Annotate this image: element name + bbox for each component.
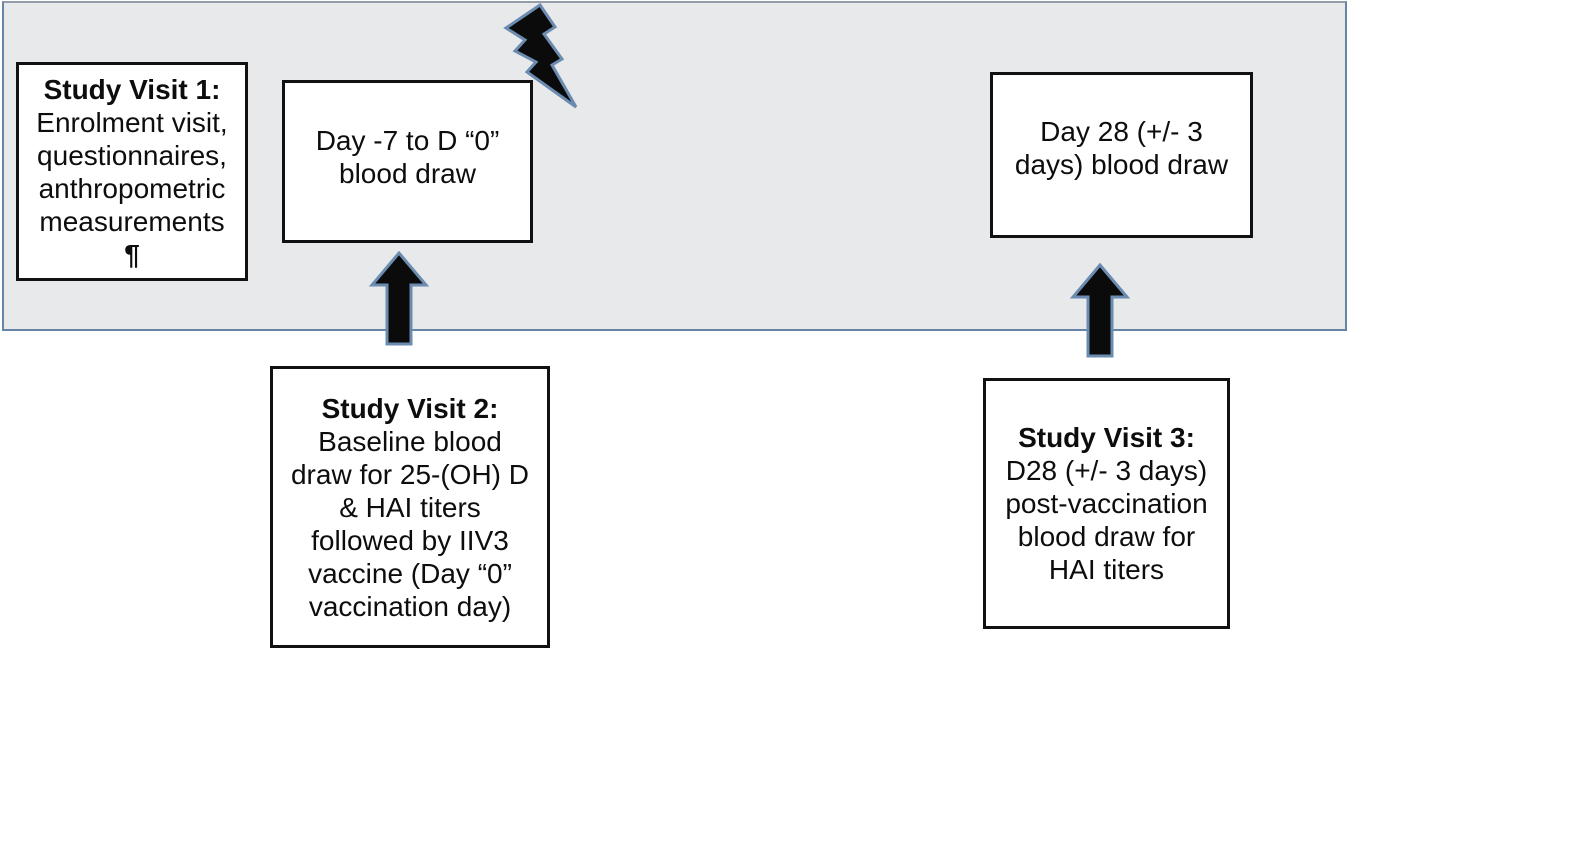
- study-visit-2-line: & HAI titers: [339, 491, 481, 523]
- pre-vaccination-blood-draw-box: Day -7 to D “0” blood draw: [282, 80, 533, 243]
- study-visit-3-box: Study Visit 3: D28 (+/- 3 days) post-vac…: [983, 378, 1230, 629]
- study-visit-2-line: vaccination day): [308, 590, 512, 622]
- study-visit-2-line: Baseline blood: [318, 425, 502, 457]
- study-visit-2-title: Study Visit 2:: [321, 392, 499, 424]
- footnote-pilcrow-mark: ¶: [124, 238, 140, 270]
- study-visit-3-line: blood draw for: [1017, 521, 1196, 552]
- study-visit-3-title: Study Visit 3:: [1018, 422, 1195, 453]
- study-visit-1-line: anthropometric: [38, 172, 226, 204]
- study-visit-1-line: Enrolment visit,: [36, 106, 228, 138]
- study-visit-3-line: D28 (+/- 3 days): [1005, 455, 1208, 486]
- lightning-bolt-icon: [503, 2, 578, 109]
- up-arrow-icon: [369, 251, 429, 346]
- day7-line: Day -7 to D “0”: [315, 124, 500, 156]
- study-visit-2-box: Study Visit 2: Baseline blood draw for 2…: [270, 366, 550, 648]
- study-visit-1-line: measurements: [39, 205, 225, 237]
- study-visit-1-box: Study Visit 1: Enrolment visit, question…: [16, 62, 248, 281]
- day28-line: days) blood draw: [1014, 149, 1229, 180]
- study-visit-3-line: HAI titers: [1048, 554, 1165, 585]
- study-visit-2-line: followed by IIV3: [311, 524, 509, 556]
- day28-line: Day 28 (+/- 3: [1040, 116, 1203, 147]
- day7-line: blood draw: [339, 157, 476, 189]
- study-visit-1-line: questionnaires,: [37, 139, 227, 171]
- up-arrow-icon: [1070, 263, 1130, 358]
- post-vaccination-blood-draw-box: Day 28 (+/- 3 days) blood draw: [990, 72, 1253, 238]
- study-visit-2-line: vaccine (Day “0”: [308, 557, 512, 589]
- study-visit-2-line: draw for 25-(OH) D: [290, 458, 530, 490]
- study-visit-1-title: Study Visit 1:: [43, 73, 221, 105]
- study-visit-3-line: post-vaccination: [1005, 488, 1208, 519]
